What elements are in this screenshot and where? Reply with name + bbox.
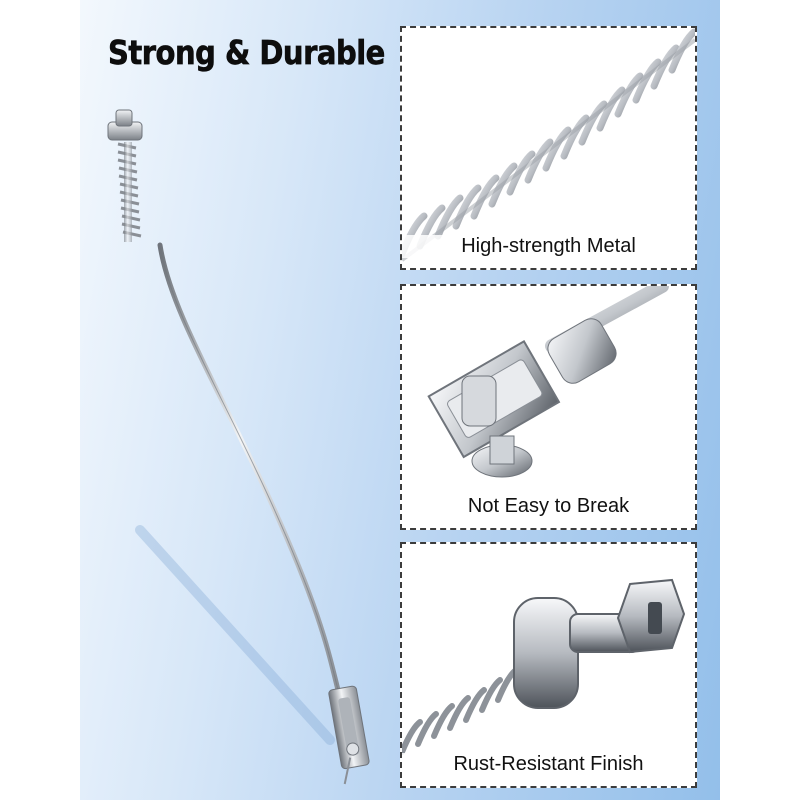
headline: Strong & Durable (108, 34, 386, 73)
feature-card-barrel: Rust-Resistant Finish (400, 542, 697, 788)
spring-closeup-image (402, 28, 695, 262)
barrel-connector-closeup-image (402, 578, 686, 755)
clevis-joint-closeup-image (427, 286, 669, 478)
feature-card-spring: High-strength Metal (400, 26, 697, 270)
feature-card-clevis: Not Easy to Break (400, 284, 697, 530)
spring-rod-product-photo (107, 109, 370, 785)
feature-caption-3: Rust-Resistant Finish (402, 753, 695, 776)
feature-caption-1: High-strength Metal (402, 235, 695, 258)
feature-caption-2: Not Easy to Break (402, 495, 695, 518)
